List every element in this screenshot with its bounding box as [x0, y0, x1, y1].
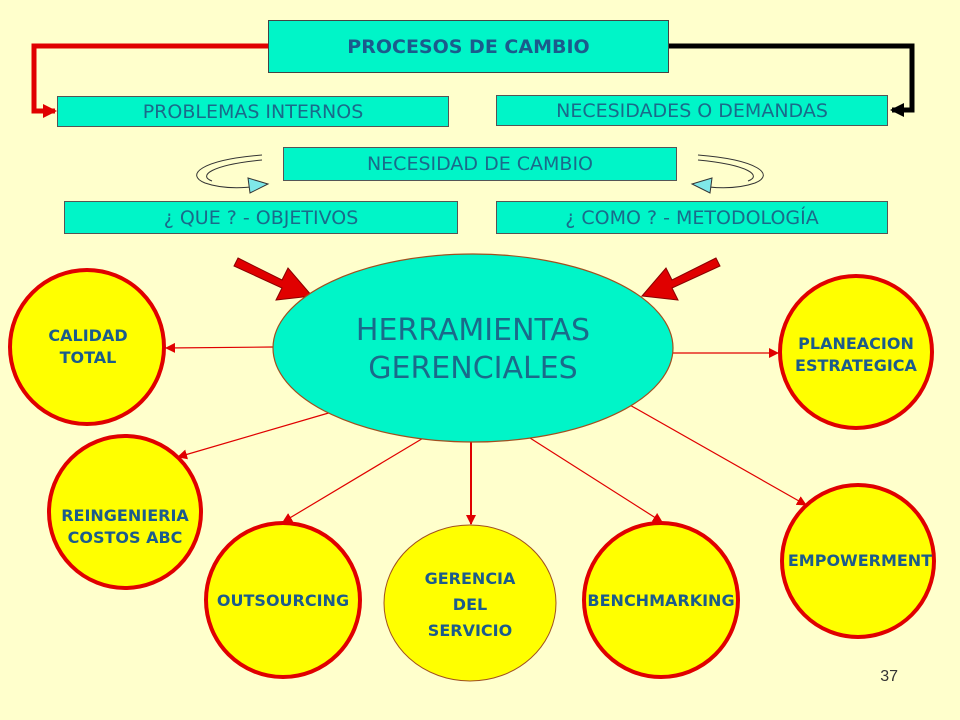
planeacion-line1: PLANEACION: [798, 334, 914, 353]
hub-label-line1: HERRAMIENTAS: [355, 313, 591, 348]
circle-outsourcing: [204, 521, 362, 679]
benchmarking-label: BENCHMARKING: [566, 589, 756, 613]
planeacion-label: PLANEACION ESTRATEGICA: [778, 330, 934, 380]
circle-benchmarking: [582, 521, 740, 679]
gerencia-line1: GERENCIA: [424, 569, 516, 588]
hub-label-line2: GERENCIALES: [368, 351, 578, 386]
planeacion-line2: ESTRATEGICA: [795, 356, 917, 375]
calidad-line1: CALIDAD: [48, 326, 128, 345]
cycle-arrow-left-icon: [196, 154, 270, 194]
block-arrow-right-icon: [641, 257, 721, 301]
gerencia-label: GERENCIA DEL SERVICIO: [395, 566, 545, 644]
black-elbow-arrow: [668, 43, 915, 117]
connector-reingenieria: [177, 411, 333, 460]
hub-label: HERRAMIENTAS GERENCIALES: [300, 305, 646, 395]
calidad-total-label: CALIDAD TOTAL: [20, 322, 156, 372]
processes-title-box: PROCESOS DE CAMBIO: [268, 20, 669, 73]
block-arrow-left-icon: [233, 257, 313, 301]
connector-outsourcing: [282, 436, 426, 523]
circle-reingenieria: [47, 434, 203, 590]
circle-planeacion: [778, 274, 934, 430]
reingenieria-line1: REINGENIERIA: [61, 506, 189, 525]
gerencia-line3: SERVICIO: [427, 621, 513, 640]
how-methodology-box: ¿ COMO ? - METODOLOGÍA: [496, 201, 888, 234]
outsourcing-line1: OUTSOURCING: [216, 591, 350, 610]
gerencia-line2: DEL: [452, 595, 488, 614]
outsourcing-label: OUTSOURCING: [198, 589, 368, 613]
circle-gerencia: [383, 524, 557, 682]
empowerment-line1: EMPOWERMENT: [787, 551, 933, 570]
empowerment-label: EMPOWERMENT: [770, 549, 950, 573]
circle-empowerment: [780, 483, 936, 639]
benchmarking-line1: BENCHMARKING: [587, 591, 735, 610]
needs-demands-box: NECESIDADES O DEMANDAS: [496, 95, 888, 126]
reingenieria-label: REINGENIERIA COSTOS ABC: [40, 502, 210, 552]
calidad-line2: TOTAL: [59, 348, 117, 367]
connector-empowerment: [627, 403, 807, 506]
reingenieria-line2: COSTOS ABC: [67, 528, 183, 547]
page-number: 37: [880, 668, 898, 685]
connector-benchmarking: [529, 437, 663, 523]
what-objectives-box: ¿ QUE ? - OBJETIVOS: [64, 201, 458, 234]
red-elbow-arrow: [31, 43, 268, 118]
connector-calidad: [165, 342, 274, 353]
need-for-change-box: NECESIDAD DE CAMBIO: [283, 147, 677, 181]
cycle-arrow-right-icon: [690, 154, 764, 194]
internal-problems-box: PROBLEMAS INTERNOS: [57, 96, 449, 127]
hub-ellipse: [272, 253, 674, 443]
circle-calidad-total: [8, 268, 166, 426]
